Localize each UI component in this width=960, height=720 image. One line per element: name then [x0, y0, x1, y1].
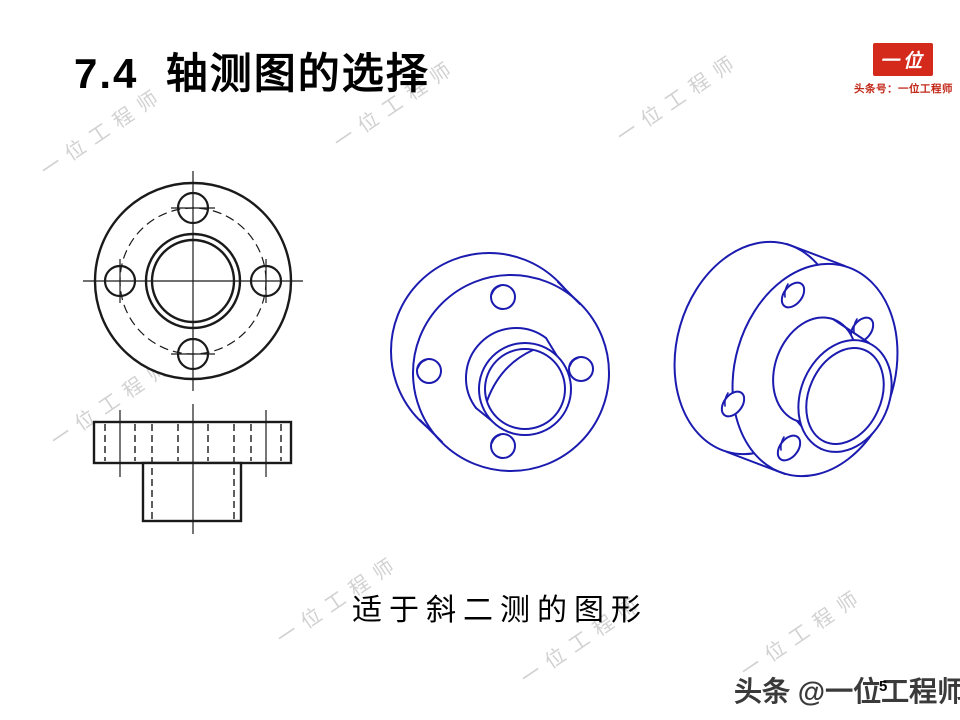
hub-silhouette-line — [832, 318, 870, 344]
hub-front-view — [141, 461, 243, 523]
page-number: 5 — [879, 678, 888, 695]
hole-back-edge — [784, 283, 789, 298]
hole-back-edge — [724, 392, 729, 407]
slide-title: 7.4 轴测图的选择 — [74, 50, 430, 97]
logo-badge: 一位 — [873, 43, 933, 76]
bolt-hole — [416, 358, 442, 384]
bolt-hole — [490, 433, 516, 459]
bolt-hole — [568, 356, 594, 382]
hole-back-edge — [417, 359, 427, 369]
rim-silhouette-line — [726, 451, 786, 475]
hole-back-edge — [780, 436, 785, 451]
footer-watermark-handle: 头条 @一位工程师 — [734, 676, 960, 707]
rim-silhouette-line — [419, 419, 443, 443]
figure-caption: 适于斜二测的图形 — [352, 593, 648, 628]
hub-rear-arc — [465, 327, 547, 409]
bolt-hole — [490, 284, 516, 310]
bore-front-edge — [484, 348, 566, 430]
hub-front-face — [797, 339, 893, 453]
rim-silhouette-line — [557, 281, 581, 305]
hole-back-edge — [853, 318, 858, 333]
hub-front-face — [478, 342, 572, 436]
flange-orthographic-two-views — [83, 171, 303, 534]
bore-front-edge — [805, 347, 885, 445]
rim-silhouette-line — [786, 243, 846, 267]
bore-back-edge — [486, 349, 534, 402]
flange-oblique-dimetric-view — [390, 252, 610, 472]
hole-back-edge — [569, 357, 579, 367]
hole-back-edge — [491, 285, 501, 295]
hidden-lines — [104, 424, 282, 519]
logo-caption: 头条号：一位工程师 — [854, 83, 953, 95]
hole-back-edge — [491, 434, 501, 444]
flange-isometric-view — [673, 240, 899, 478]
